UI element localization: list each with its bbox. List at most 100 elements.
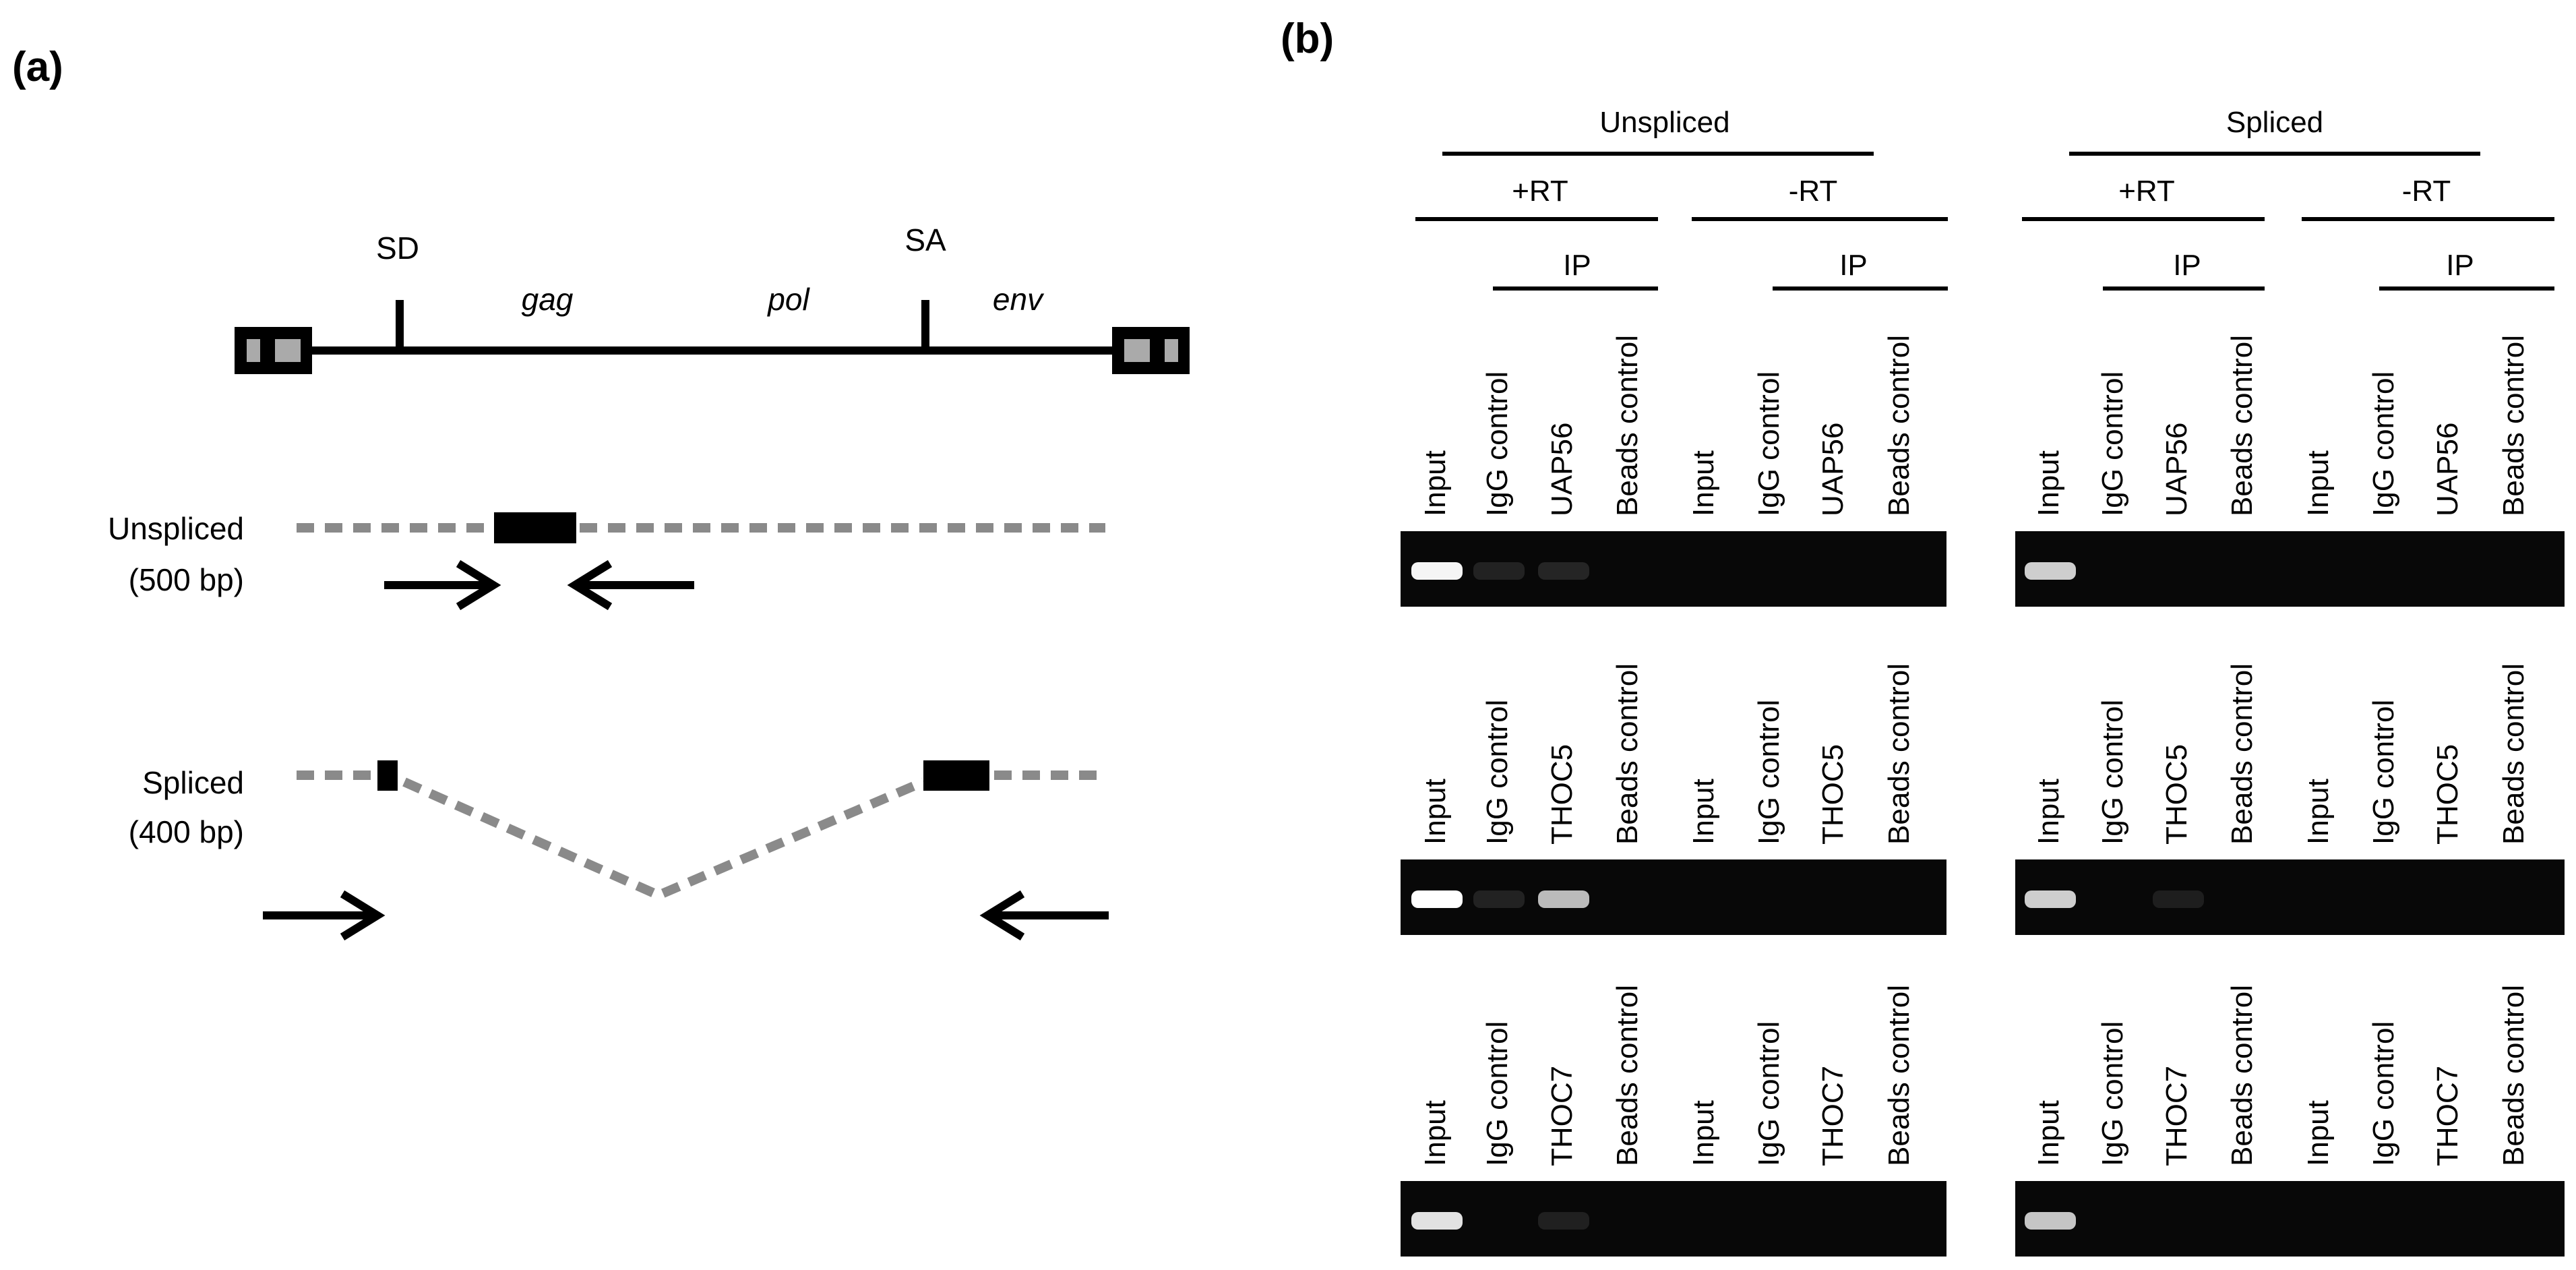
unspliced-reverse-primer-arrow <box>567 560 694 611</box>
lane-label: Beads control <box>2497 335 2530 516</box>
lane-label: IgG control <box>1752 371 1785 516</box>
gel-band <box>1411 562 1463 580</box>
unspliced-transcript: Unspliced (500 bp) <box>108 511 1105 611</box>
lane-label: Beads control <box>2497 985 2530 1166</box>
gag-label: gag <box>522 282 574 317</box>
gel-band <box>1538 562 1589 580</box>
lane-label: THOC5 <box>2431 744 2464 845</box>
lane-label: IgG control <box>2367 371 2400 516</box>
lane-label: UAP56 <box>2160 423 2193 516</box>
spliced-name: Spliced <box>142 765 244 800</box>
lane-label: IgG control <box>2096 1021 2129 1166</box>
unspliced-group-label: Unspliced <box>1599 106 1729 139</box>
lane-label: UAP56 <box>2431 423 2464 516</box>
gel-band <box>1538 1212 1589 1230</box>
lane-label: IgG control <box>1752 1021 1785 1166</box>
gel-image-unspliced-uap56 <box>1401 531 1946 607</box>
unspliced-minus-rt-label: -RT <box>1789 175 1838 208</box>
lane-label: Input <box>2302 450 2335 516</box>
unspliced-plus-rt-label: +RT <box>1512 175 1568 208</box>
unspliced-size: (500 bp) <box>129 562 244 597</box>
spliced-minus-rt-label: -RT <box>2402 175 2451 208</box>
lane-label: Beads control <box>1882 985 1915 1166</box>
spliced-minus-rt-ip-label: IP <box>2446 249 2474 282</box>
lane-label: Input <box>1419 1100 1452 1166</box>
spliced-group-header: Spliced +RT -RT IP IP <box>2022 106 2554 291</box>
gel-image-unspliced-thoc5 <box>1401 859 1946 935</box>
gel-band <box>1473 890 1525 908</box>
lane-label: THOC7 <box>2431 1066 2464 1166</box>
gel-band <box>2153 890 2204 908</box>
lane-label: UAP56 <box>1816 423 1849 516</box>
lane-label: Beads control <box>2226 663 2259 845</box>
lane-label: IgG control <box>2096 371 2129 516</box>
lane-label: IgG control <box>1752 700 1785 845</box>
lane-label: Beads control <box>1611 663 1644 845</box>
panel-a: (a) SD SA gag pol env Unspliced (500 bp) <box>12 44 1190 941</box>
lane-label: Input <box>2302 779 2335 845</box>
panel-b-letter: (b) <box>1281 16 1334 62</box>
lane-label: Input <box>2032 450 2065 516</box>
gel-image-unspliced-thoc7 <box>1401 1181 1946 1257</box>
sd-label: SD <box>376 231 419 266</box>
lane-label: Beads control <box>2497 663 2530 845</box>
lane-label: Input <box>1419 450 1452 516</box>
ltr-right-inner-1 <box>1124 339 1150 362</box>
lane-label: THOC7 <box>1816 1066 1849 1166</box>
lane-label: THOC7 <box>1545 1066 1578 1166</box>
gel-band <box>1538 890 1589 908</box>
unspliced-plus-rt-ip-label: IP <box>1563 249 1591 282</box>
pol-label: pol <box>766 282 810 317</box>
lane-label: Beads control <box>2226 335 2259 516</box>
provirus-map: SD SA gag pol env <box>235 222 1190 374</box>
ltr-right-inner-2 <box>1165 339 1178 362</box>
lane-label: Input <box>2032 1100 2065 1166</box>
gel-band <box>2025 562 2076 580</box>
spliced-exon-2 <box>923 760 989 791</box>
lane-label: IgG control <box>1481 700 1514 845</box>
lane-label: Input <box>1687 1100 1720 1166</box>
spliced-transcript: Spliced (400 bp) <box>129 760 1109 941</box>
lane-label: IgG control <box>1481 1021 1514 1166</box>
gel-band <box>2025 1212 2076 1230</box>
gel-image-spliced-thoc7 <box>2015 1181 2565 1257</box>
lane-label: Input <box>1687 450 1720 516</box>
gel-band <box>1473 562 1525 580</box>
unspliced-minus-rt-ip-label: IP <box>1839 249 1868 282</box>
unspliced-group-header: Unspliced +RT -RT IP IP <box>1415 106 1948 291</box>
lane-label: UAP56 <box>1545 423 1578 516</box>
spliced-forward-primer-arrow <box>263 890 386 941</box>
lane-label: IgG control <box>1481 371 1514 516</box>
unspliced-name: Unspliced <box>108 511 244 546</box>
env-label: env <box>993 282 1045 317</box>
lane-label: Input <box>1687 779 1720 845</box>
spliced-reverse-primer-arrow <box>979 890 1109 941</box>
lane-label: IgG control <box>2367 700 2400 845</box>
gel-image-spliced-uap56 <box>2015 531 2565 607</box>
ltr-left-inner-1 <box>247 339 260 362</box>
lane-label: THOC5 <box>2160 744 2193 845</box>
lane-label: Beads control <box>1611 985 1644 1166</box>
lane-label: THOC5 <box>1545 744 1578 845</box>
gel-band <box>1411 1212 1463 1230</box>
lane-label: IgG control <box>2367 1021 2400 1166</box>
gel-band <box>1411 890 1463 908</box>
panel-a-letter: (a) <box>12 44 63 90</box>
spliced-exon-1 <box>377 760 398 791</box>
unspliced-amplicon <box>494 512 576 543</box>
lane-label: THOC5 <box>1816 744 1849 845</box>
lane-label: THOC7 <box>2160 1066 2193 1166</box>
ltr-left-inner-2 <box>275 339 301 362</box>
lane-label: Input <box>1419 779 1452 845</box>
gel-image-spliced-thoc5 <box>2015 859 2565 935</box>
lane-label: Beads control <box>1611 335 1644 516</box>
spliced-size: (400 bp) <box>129 814 244 849</box>
lane-label: Beads control <box>1882 335 1915 516</box>
spliced-plus-rt-ip-label: IP <box>2173 249 2201 282</box>
lane-label: Beads control <box>1882 663 1915 845</box>
lane-label: Input <box>2302 1100 2335 1166</box>
